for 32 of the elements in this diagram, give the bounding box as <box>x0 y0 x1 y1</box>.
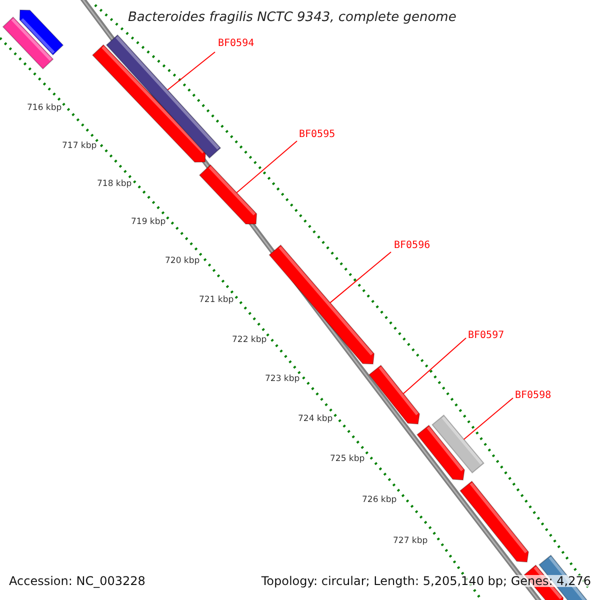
gene-feature <box>459 480 529 563</box>
gene-feature <box>19 9 64 56</box>
leader-line <box>402 338 466 394</box>
gene-label: BF0595 <box>299 130 336 140</box>
gene-block <box>432 414 484 474</box>
gene-feature <box>198 164 258 225</box>
scale-label: 720 kbp <box>165 257 200 266</box>
scale-label: 716 kbp <box>27 104 62 112</box>
accession-note: Accession: NC_003228 <box>9 575 146 587</box>
leader-line <box>330 252 392 304</box>
diagram-title: Bacteroides fragilis NCTC 9343, complete genome <box>128 11 456 24</box>
scale-label: 717 kbp <box>62 142 97 150</box>
gene-block <box>2 16 54 70</box>
gene-feature <box>416 424 466 481</box>
scale-label: 727 kbp <box>393 537 428 546</box>
gene-label: BF0598 <box>515 391 552 401</box>
gene-label: BF0594 <box>218 39 254 49</box>
scale-label: 723 kbp <box>265 375 300 384</box>
leader-line <box>167 52 216 90</box>
scale-label: 721 kbp <box>199 296 234 304</box>
gene-label: BF0597 <box>468 331 504 341</box>
leader-line <box>463 398 514 440</box>
scale-label: 718 kbp <box>97 180 132 188</box>
gene-feature <box>268 244 375 365</box>
scale-label: 724 kbp <box>298 415 333 424</box>
scale-label: 719 kbp <box>131 218 166 226</box>
scale-label: 725 kbp <box>330 455 365 464</box>
gene-feature <box>368 364 420 425</box>
gene-label: BF0596 <box>394 241 430 251</box>
scale-label: 726 kbp <box>362 496 397 504</box>
leader-line <box>236 140 298 194</box>
genome-stats-note: Topology: circular; Length: 5,205,140 bp; Genes: 4,276 <box>261 575 591 587</box>
